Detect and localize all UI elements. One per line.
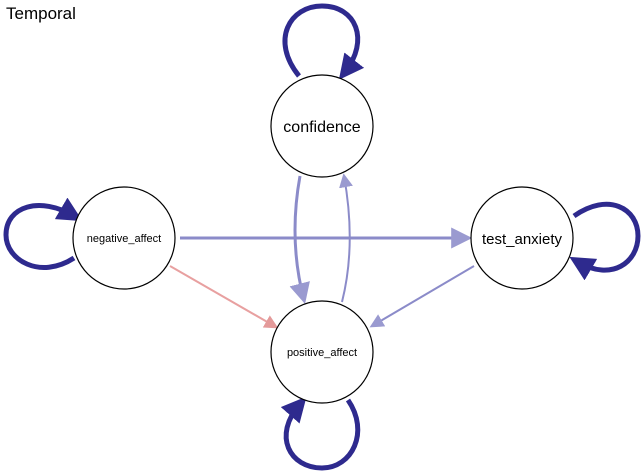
node-label-positive-affect: positive_affect [287,347,357,359]
self-loop-positive-affect [280,396,361,471]
node-confidence[interactable]: confidence [270,74,374,178]
edge-positive-affect-to-confidence [339,173,353,303]
edge-negative-affect-to-positive-affect [169,265,279,329]
self-loop-negative-affect [3,197,83,270]
node-label-negative-affect: negative_affect [87,233,161,245]
node-negative-affect[interactable]: negative_affect [72,186,176,290]
node-label-test-anxiety: test_anxiety [482,231,563,248]
node-test-anxiety[interactable]: test_anxiety [470,186,574,290]
edge-test-anxiety-to-positive-affect [369,265,475,328]
self-loop-confidence [282,3,365,80]
self-loop-test-anxiety [569,201,641,281]
edge-confidence-to-positive-affect [289,175,310,305]
node-positive-affect[interactable]: positive_affect [270,300,374,404]
node-label-confidence: confidence [283,119,360,136]
diagram-title: Temporal [6,4,76,23]
